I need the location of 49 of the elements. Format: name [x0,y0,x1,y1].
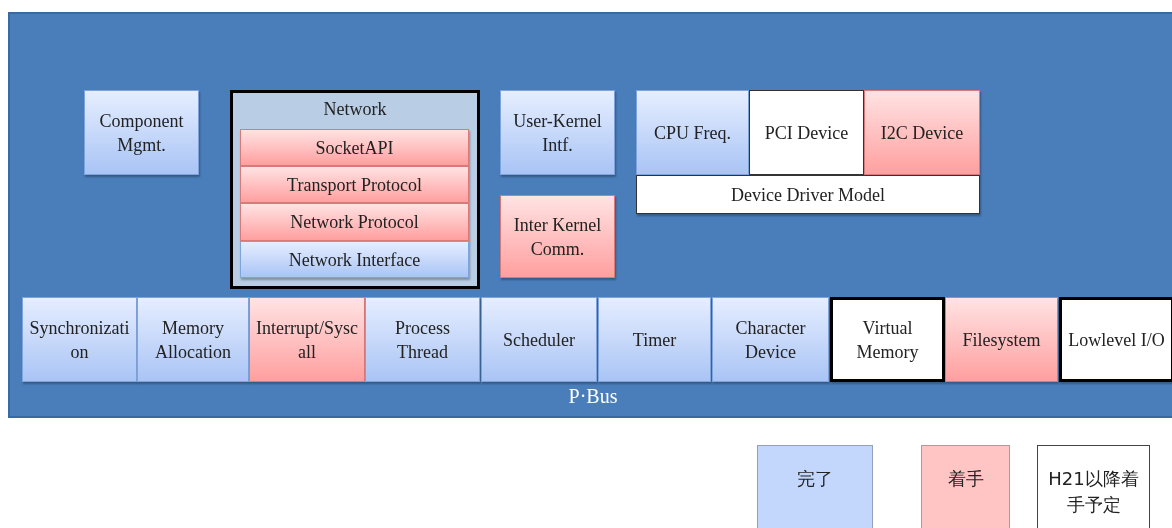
module-label: CPU Freq. [653,121,732,145]
group-box [230,90,480,289]
module-label: PCI Device [763,121,850,145]
module-label: Transport Protocol [286,173,423,197]
module-box [598,297,711,382]
module-box [500,195,615,278]
module-label: Device Driver Model [730,183,886,207]
module-box [864,90,980,175]
module-box [249,297,365,382]
module-box [945,297,1058,382]
module-label: Lowlevel I/O [1067,328,1166,352]
module-label: Inter Kernel Comm. [512,213,603,261]
bus-label: P·Bus [567,384,619,408]
bus-panel [8,12,1172,418]
module-label: User-Kernel Intf. [512,109,603,157]
module-label: Interrupt/Syscall [255,316,359,364]
module-label: Component Mgmt. [98,109,185,157]
module-box [481,297,597,382]
module-box [712,297,829,382]
module-box [636,90,749,175]
module-label: SocketAPI [314,136,395,160]
module-label: Memory Allocation [154,316,232,364]
module-box [636,175,980,214]
module-label: Network Protocol [289,211,420,234]
module-box [240,129,469,166]
module-label: Virtual Memory [855,316,920,364]
module-box [240,241,469,278]
module-box [22,297,137,382]
module-label: Network Interface [287,248,422,272]
module-box [500,90,615,175]
legend-label: H21以降着手予定 [1047,467,1140,517]
module-box [749,90,864,175]
legend-label: 完了 [796,467,834,491]
module-label: Character Device [734,316,807,364]
module-label: I2C Device [879,121,965,145]
module-label: Filesystem [961,328,1042,352]
legend-label: 着手 [946,467,985,491]
module-box [830,297,945,382]
module-label: Timer [631,328,678,352]
module-box [365,297,480,382]
module-label: Scheduler [502,328,576,352]
module-box [240,166,469,203]
module-label: Process Thread [394,316,451,364]
module-box [84,90,199,175]
module-box [240,203,469,241]
group-title: Network [323,98,387,121]
module-box [137,297,249,382]
module-box [1059,297,1172,382]
module-label: Synchronization [28,316,131,364]
